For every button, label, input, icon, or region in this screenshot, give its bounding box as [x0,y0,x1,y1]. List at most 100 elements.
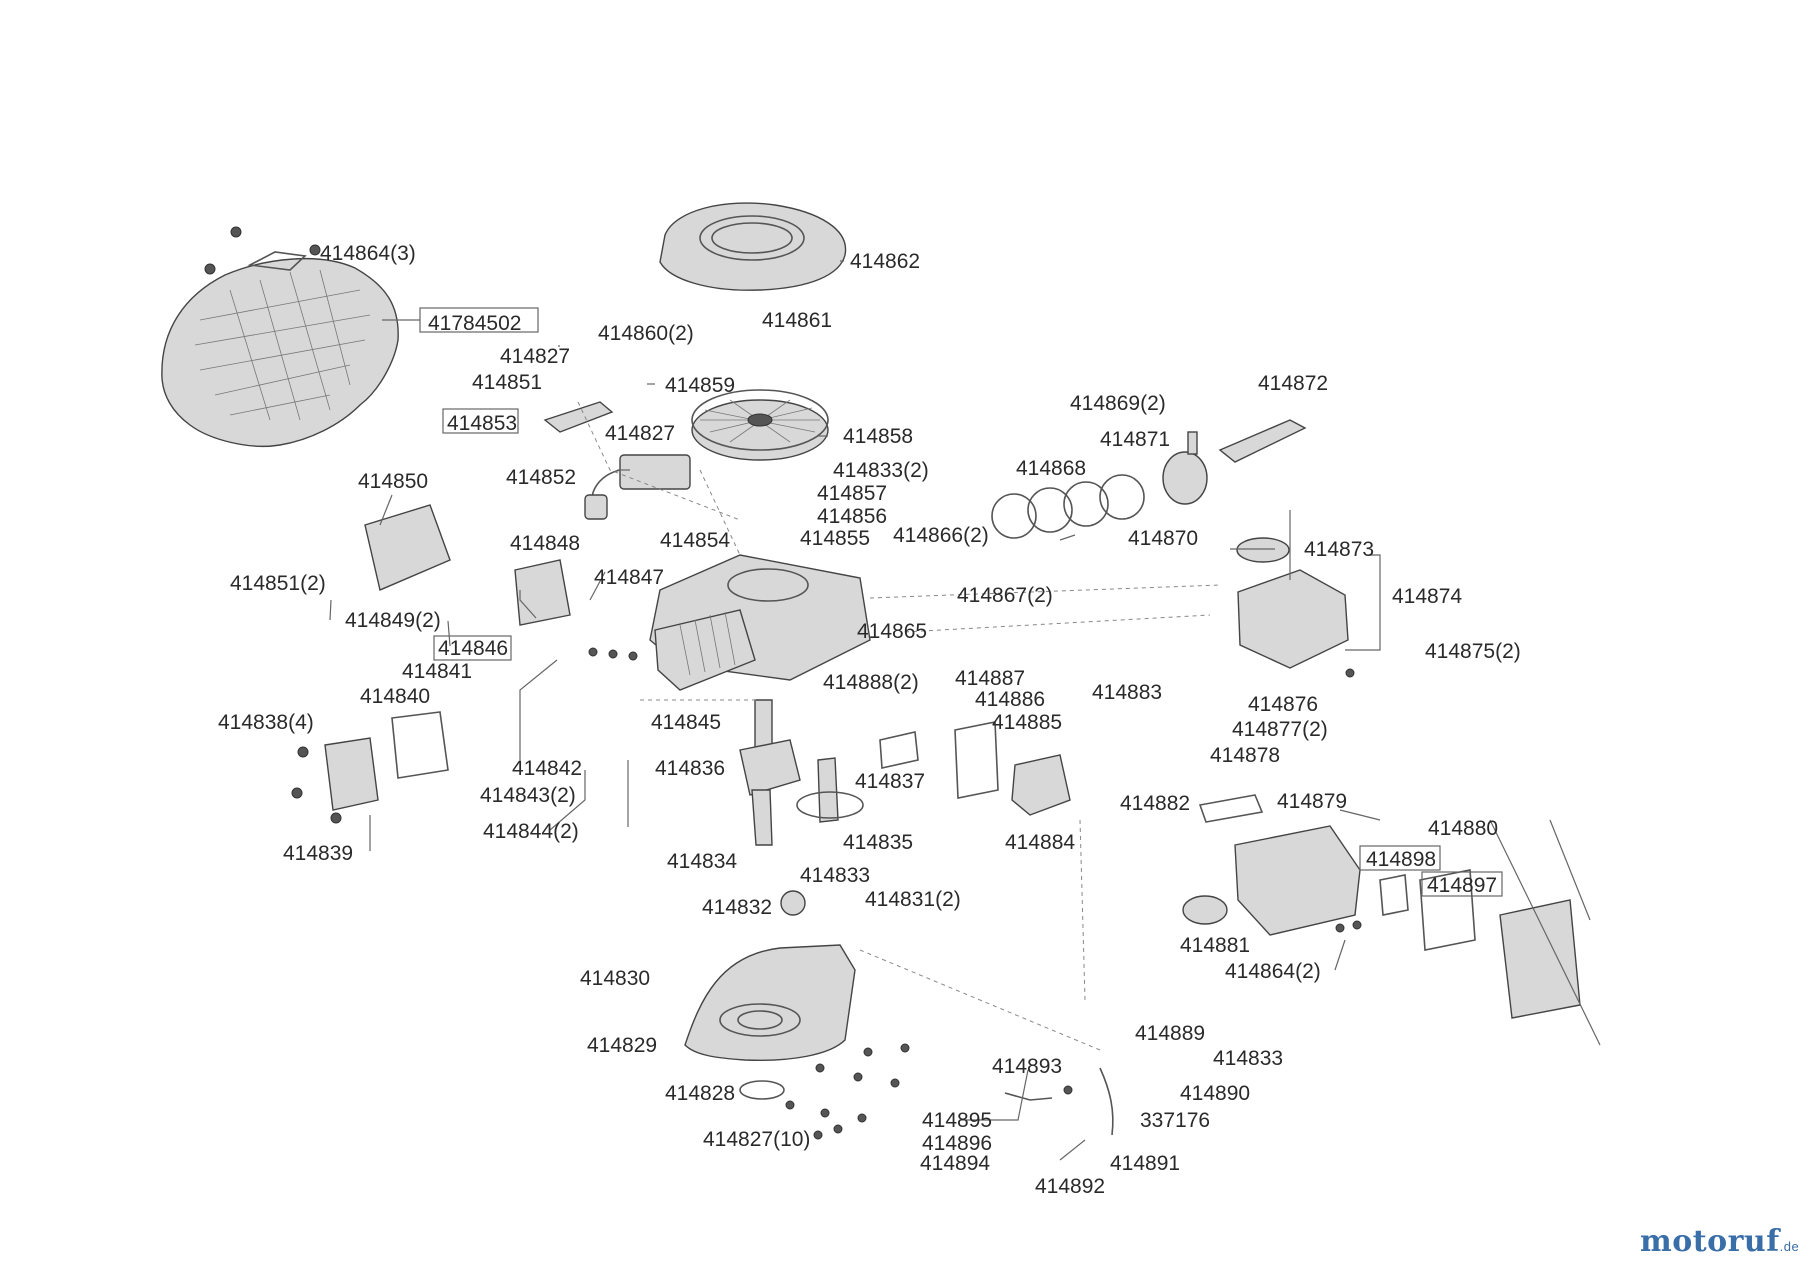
label-414887: 414887 [955,667,1025,690]
label-414880: 414880 [1428,817,1498,840]
label-414831-2: 414831(2) [865,888,961,911]
label-414868: 414868 [1016,457,1086,480]
label-414865: 414865 [857,620,927,643]
label-414832: 414832 [702,896,772,919]
label-414833-2: 414833(2) [833,459,929,482]
label-414853: 414853 [447,412,517,435]
label-414864-2: 414864(2) [1225,960,1321,983]
label-414890: 414890 [1180,1082,1250,1105]
label-414830: 414830 [580,967,650,990]
label-414838-4: 414838(4) [218,711,314,734]
label-414848: 414848 [510,532,580,555]
label-414898: 414898 [1366,848,1436,871]
label-414839: 414839 [283,842,353,865]
label-414891: 414891 [1110,1152,1180,1175]
label-414856: 414856 [817,505,887,528]
label-414833-b: 414833 [1213,1047,1283,1070]
label-414855: 414855 [800,527,870,550]
label-414872: 414872 [1258,372,1328,395]
label-414859: 414859 [665,374,735,397]
ignition-coil [584,454,691,520]
label-414875-2: 414875(2) [1425,640,1521,663]
engine-cover [161,226,399,447]
assembly-guides [577,401,1221,1051]
label-414827-a: 414827 [500,345,570,368]
label-414849-2: 414849(2) [345,609,441,632]
label-414851: 414851 [472,371,542,394]
label-414873: 414873 [1304,538,1374,561]
label-414851-2: 414851(2) [230,572,326,595]
label-414850: 414850 [358,470,428,493]
label-414888-2: 414888(2) [823,671,919,694]
label-414829: 414829 [587,1034,657,1057]
label-414886: 414886 [975,688,1045,711]
air-filter-housing [1234,825,1581,1019]
label-414879: 414879 [1277,790,1347,813]
label-414885: 414885 [992,711,1062,734]
blower-housing [659,202,847,291]
label-414876: 414876 [1248,693,1318,716]
logo-domain-suffix: .de [1779,1239,1800,1254]
label-414835: 414835 [843,831,913,854]
label-414843-2: 414843(2) [480,784,576,807]
label-414852: 414852 [506,466,576,489]
label-414840: 414840 [360,685,430,708]
label-414878: 414878 [1210,744,1280,767]
label-414847: 414847 [594,566,664,589]
label-414871: 414871 [1100,428,1170,451]
fasteners [291,647,1362,1140]
label-414864-3: 414864(3) [320,242,416,265]
label-414877-2: 414877(2) [1232,718,1328,741]
label-414882: 414882 [1120,792,1190,815]
label-414844-2: 414844(2) [483,820,579,843]
fuel-tank [1236,537,1349,669]
label-414857: 414857 [817,482,887,505]
label-414846: 414846 [438,637,508,660]
logo-text: motoruf [1640,1224,1780,1259]
label-414892: 414892 [1035,1175,1105,1198]
label-414896: 414896 [922,1132,992,1155]
label-414866-2: 414866(2) [893,524,989,547]
label-414834: 414834 [667,850,737,873]
label-414845: 414845 [651,711,721,734]
label-414894: 414894 [920,1152,990,1175]
part-drawings [161,202,1581,1140]
label-414828: 414828 [665,1082,735,1105]
label-414883: 414883 [1092,681,1162,704]
label-414861: 414861 [762,309,832,332]
label-41784502: 41784502 [428,312,521,335]
leader-lines [329,260,1601,1161]
label-414827-10: 414827(10) [703,1128,810,1151]
motoruf-logo[interactable]: motoruf.de [1640,1224,1799,1259]
valve-cover [364,504,571,626]
part-labels: 414864(3) 41784502 414862 414861 414860(… [218,242,1521,1198]
label-414837: 414837 [855,770,925,793]
label-414858: 414858 [843,425,913,448]
label-414869-2: 414869(2) [1070,392,1166,415]
label-414884: 414884 [1005,831,1075,854]
label-414867-2: 414867(2) [957,584,1053,607]
label-414836: 414836 [655,757,725,780]
crankcase-cover [684,944,856,1062]
label-414860-2: 414860(2) [598,322,694,345]
label-414889: 414889 [1135,1022,1205,1045]
label-414827-b: 414827 [605,422,675,445]
label-414862: 414862 [850,250,920,273]
framed-labels [419,307,1503,897]
flywheel [691,389,829,461]
label-414895: 414895 [922,1109,992,1132]
crankshaft [739,699,801,846]
label-414893: 414893 [992,1055,1062,1078]
label-414842: 414842 [512,757,582,780]
label-414854: 414854 [660,529,730,552]
label-414881: 414881 [1180,934,1250,957]
label-414833-a: 414833 [800,864,870,887]
label-337176: 337176 [1140,1109,1210,1132]
engine-block [649,554,871,691]
label-414897: 414897 [1427,874,1497,897]
label-414841: 414841 [402,660,472,683]
label-414874: 414874 [1392,585,1462,608]
label-414870: 414870 [1128,527,1198,550]
